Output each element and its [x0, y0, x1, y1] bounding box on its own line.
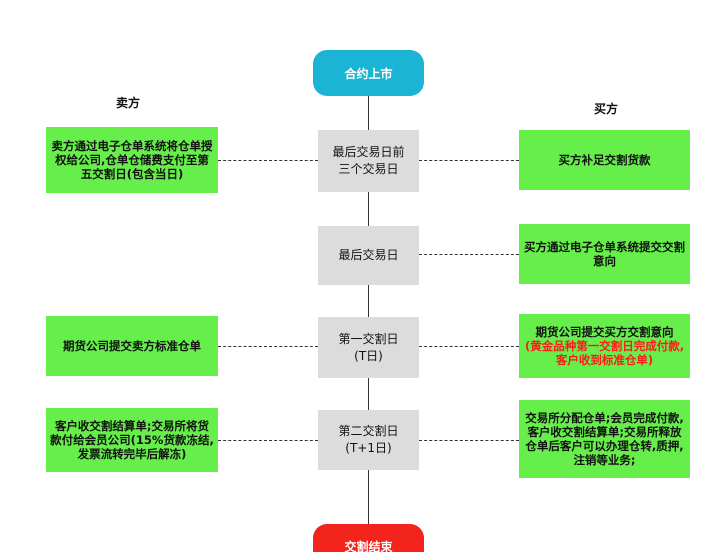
- step-second-delivery-day: 第二交割日 (T+1日): [318, 410, 419, 470]
- connector-step2-step3: [368, 285, 369, 317]
- step-label: 最后交易日: [338, 248, 399, 262]
- dash-step2-buyer: [419, 254, 519, 255]
- seller-action-authorize-warrant: 卖方通过电子仓单系统将仓单授权给公司,仓单仓储费支付至第五交割日(包含当日): [46, 127, 218, 193]
- connector-step4-end: [368, 470, 369, 524]
- step-label: 最后交易日前三个交易日: [332, 145, 405, 176]
- step-label: 第一交割日 (T日): [338, 331, 399, 363]
- connector-start-step1: [368, 96, 369, 130]
- buyer-action-text: 期货公司提交买方交割意向: [535, 325, 674, 339]
- seller-action-text: 卖方通过电子仓单系统将仓单授权给公司,仓单仓储费支付至第五交割日(包含当日): [51, 139, 213, 181]
- connector-step3-step4: [368, 378, 369, 410]
- dash-seller-step4: [218, 440, 318, 441]
- buyer-action-allocate-warrant: 交易所分配仓单;会员完成付款,客户收交割结算单;交易所释放仓单后客户可以办理仓转…: [519, 400, 690, 478]
- step-label: 第二交割日 (T+1日): [338, 424, 399, 455]
- buyer-action-text: 买方通过电子仓单系统提交交割意向: [524, 240, 685, 268]
- dash-seller-step3: [218, 346, 318, 347]
- buyer-action-pay-balance: 买方补足交割货款: [519, 130, 690, 190]
- step-last-trading-day: 最后交易日: [318, 226, 419, 285]
- dash-seller-step1: [218, 160, 318, 161]
- seller-action-settlement: 客户收交割结算单;交易所将货款付给会员公司(15%货款冻结,发票流转完毕后解冻): [46, 408, 218, 472]
- start-pill: 合约上市: [313, 50, 424, 96]
- end-pill: 交割结束: [313, 524, 424, 552]
- connector-step1-step2: [368, 192, 369, 226]
- gold-note: (黄金品种第一交割日完成付款,客户收到标准仓单): [524, 339, 685, 367]
- seller-label: 卖方: [116, 96, 141, 110]
- step-first-delivery-day: 第一交割日 (T日): [318, 317, 419, 378]
- buyer-action-text: 买方补足交割货款: [558, 153, 651, 167]
- dash-step4-buyer: [419, 440, 519, 441]
- dash-step1-buyer: [419, 160, 519, 161]
- dash-step3-buyer: [419, 346, 519, 347]
- seller-action-text: 期货公司提交卖方标准仓单: [63, 339, 201, 353]
- step-last-trading-day-minus-3: 最后交易日前三个交易日: [318, 130, 419, 192]
- buyer-label: 买方: [594, 102, 619, 116]
- buyer-action-submit-intent: 买方通过电子仓单系统提交交割意向: [519, 224, 690, 284]
- seller-action-text: 客户收交割结算单;交易所将货款付给会员公司(15%货款冻结,发票流转完毕后解冻): [50, 419, 214, 461]
- buyer-action-broker-submit-intent: 期货公司提交买方交割意向 (黄金品种第一交割日完成付款,客户收到标准仓单): [519, 314, 690, 378]
- seller-action-submit-warrant: 期货公司提交卖方标准仓单: [46, 316, 218, 376]
- buyer-action-text: 交易所分配仓单;会员完成付款,客户收交割结算单;交易所释放仓单后客户可以办理仓转…: [525, 411, 684, 467]
